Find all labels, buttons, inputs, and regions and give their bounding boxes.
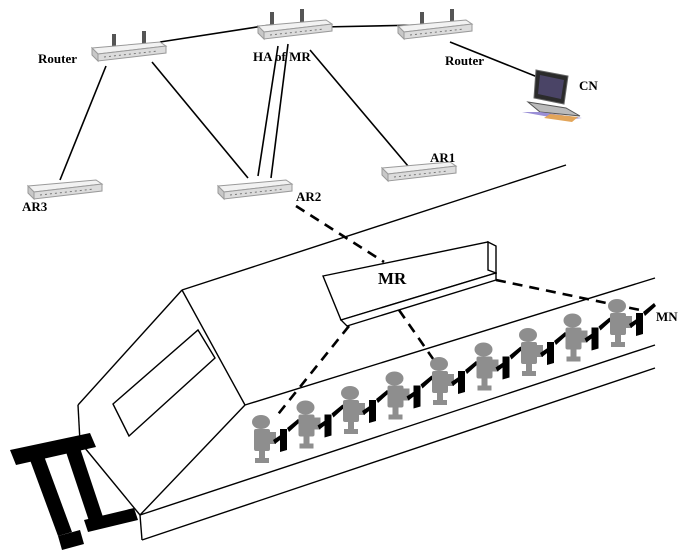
wireless-mr-mn-middle [397, 309, 440, 367]
passenger-node-8 [563, 313, 612, 362]
mobile-network-nodes [252, 299, 656, 463]
mobile-router-box: MR [322, 240, 497, 327]
link-ha-ar1 [309, 49, 409, 167]
link-router-left-ar2 [151, 61, 249, 179]
link-ha-ar2-b [270, 43, 289, 179]
passenger-node-9 [608, 299, 656, 347]
access-router-ar2-icon [217, 179, 293, 200]
passenger-node-3 [341, 386, 389, 434]
passenger-node-2 [296, 400, 345, 449]
vehicle-outline [77, 164, 656, 541]
link-ha-ar2-a [257, 45, 279, 177]
access-router-ar3-icon [27, 179, 103, 200]
ar3-label: AR3 [22, 199, 48, 214]
ar1-label: AR1 [430, 150, 455, 165]
passenger-node-5 [430, 357, 478, 405]
cn-label: CN [579, 78, 598, 93]
link-router-right-cn [449, 41, 541, 79]
wireless-ar2-mr [295, 204, 385, 264]
mn-label: MN [656, 309, 678, 324]
router-left-label: Router [38, 51, 77, 66]
link-router-left-ar3 [59, 65, 107, 181]
node-labels: Router HA of MR Router CN AR1 AR2 AR3 [22, 49, 598, 214]
router-right-icon [397, 9, 473, 40]
passenger-node-1 [252, 415, 300, 463]
laptop-icon [522, 69, 582, 122]
home-agent-label: HA of MR [253, 49, 311, 64]
mr-label: MR [378, 269, 407, 288]
passenger-node-4 [385, 371, 434, 420]
router-right-label: Router [445, 53, 484, 68]
router-left-icon [91, 31, 167, 62]
wireless-mr-mn-left [273, 325, 351, 419]
home-agent-router-icon [257, 9, 333, 40]
ar2-label: AR2 [296, 189, 321, 204]
passenger-node-6 [474, 342, 523, 391]
passenger-node-7 [519, 328, 567, 376]
track-buffer [10, 433, 138, 550]
link-router-left-ha [159, 24, 271, 43]
